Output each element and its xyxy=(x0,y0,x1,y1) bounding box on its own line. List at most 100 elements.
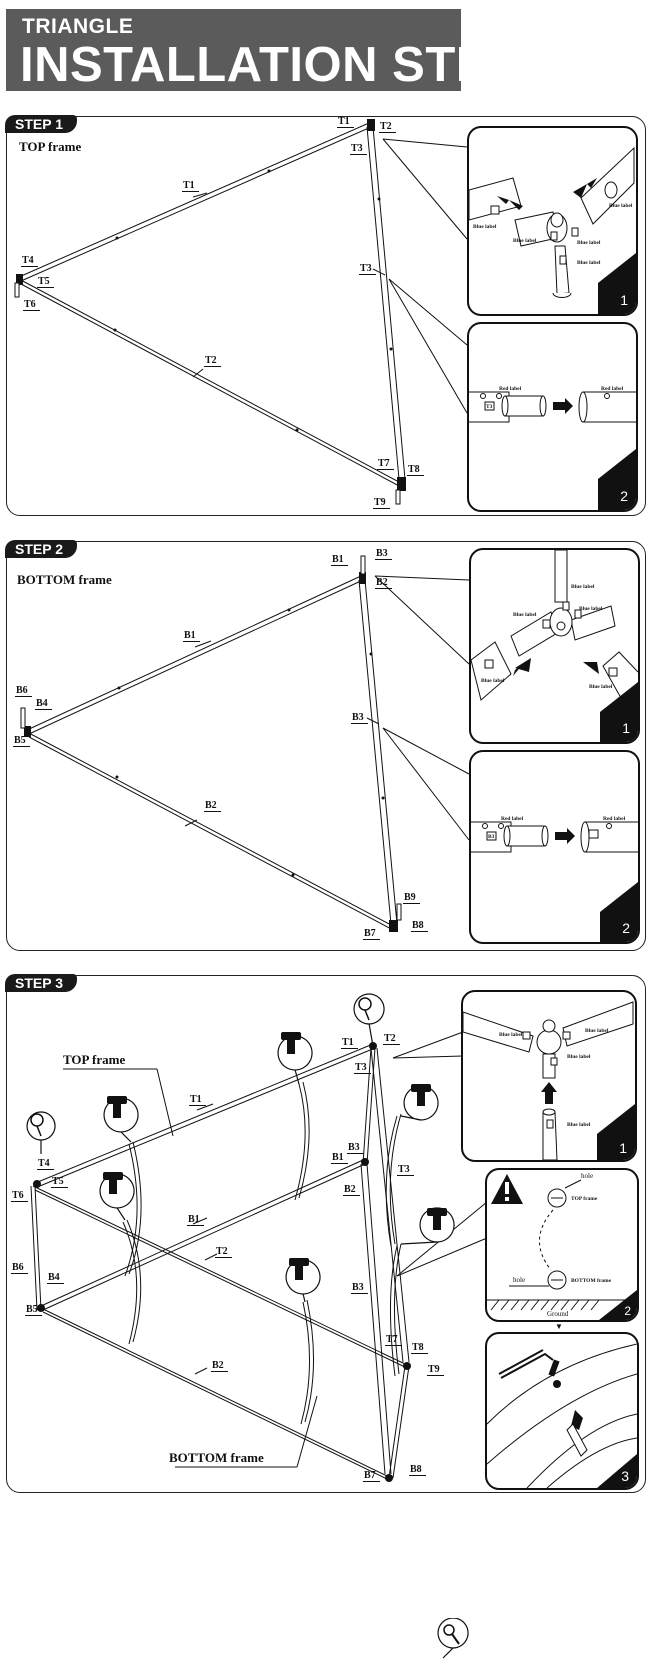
blue-label-4: Blue label xyxy=(577,260,601,266)
step-3-inset-1: Blue label Blue label Blue label Blue la… xyxy=(461,990,637,1162)
leg-connector-detail xyxy=(463,1001,635,1160)
tube-code: T3 xyxy=(486,404,493,410)
label-t2: T2 xyxy=(383,1033,400,1045)
step-2-panel: STEP 2 BOTTOM frame xyxy=(5,540,646,951)
connector-detail xyxy=(471,550,638,742)
label-b6: B6 xyxy=(11,1262,28,1274)
blue-label-4: Blue label xyxy=(567,1122,591,1128)
red-label-2: Red label xyxy=(601,386,624,392)
label-t9: T9 xyxy=(427,1364,444,1376)
label-t8: T8 xyxy=(411,1342,428,1354)
blue-label-3: Blue label xyxy=(577,240,601,246)
label-b3-top: B3 xyxy=(347,1142,364,1154)
top-frame-label: TOP frame xyxy=(63,1052,126,1067)
hole-top-text: hole xyxy=(581,1172,594,1180)
red-label-2: Red label xyxy=(603,816,626,822)
label-b1-top: B1 xyxy=(331,554,348,566)
down-arrow-icon: ▼ xyxy=(555,1322,563,1331)
ground-text: Ground xyxy=(547,1310,569,1318)
label-b1: B1 xyxy=(187,1214,204,1226)
inset-number: 1 xyxy=(620,292,628,308)
label-t5: T5 xyxy=(37,276,54,288)
label-t6: T6 xyxy=(11,1190,28,1202)
step-3-inset-2: hole TOP frame hole BOTTOM frame Ground … xyxy=(485,1168,639,1322)
label-b5: B5 xyxy=(25,1304,42,1316)
hole-bottom-text: hole xyxy=(513,1276,526,1284)
step-2-badge: STEP 2 xyxy=(5,540,77,558)
inset-number: 1 xyxy=(619,1140,627,1156)
label-t4: T4 xyxy=(21,255,38,267)
top-frame-diagram xyxy=(14,119,468,505)
label-t1-top: T1 xyxy=(341,1037,358,1049)
label-t2-mid: T2 xyxy=(204,355,221,367)
label-t7: T7 xyxy=(377,458,394,470)
label-b2: B2 xyxy=(343,1184,360,1196)
label-t7: T7 xyxy=(385,1334,402,1346)
inset-number: 2 xyxy=(620,488,628,504)
label-b1: B1 xyxy=(183,630,200,642)
step-2-frame-title: BOTTOM frame xyxy=(17,572,112,587)
label-t3-top: T3 xyxy=(350,143,367,155)
step-1-panel: STEP 1 TOP frame xyxy=(5,115,646,516)
label-t8: T8 xyxy=(407,464,424,476)
tube-code: B3 xyxy=(488,834,495,840)
label-b2-mid: B2 xyxy=(204,800,221,812)
label-t1-top: T1 xyxy=(337,116,354,128)
blue-label-5: Blue label xyxy=(609,203,633,209)
step-3-inset-3: 3 xyxy=(485,1332,639,1490)
label-b7: B7 xyxy=(363,928,380,940)
label-b6: B6 xyxy=(15,685,32,697)
step-2-inset-1: Blue label Blue label Blue label Blue la… xyxy=(469,548,640,744)
blue-label-5: Blue label xyxy=(589,684,613,690)
label-b2-mid: B2 xyxy=(211,1360,228,1372)
label-t3: T3 xyxy=(359,263,376,275)
blue-label-1: Blue label xyxy=(499,1032,523,1038)
eye-bolt-icon xyxy=(437,1618,469,1659)
bottom-frame-diagram xyxy=(20,555,470,932)
tube-join-detail xyxy=(469,391,636,510)
inset-number: 2 xyxy=(624,1304,631,1318)
label-b5: B5 xyxy=(13,735,30,747)
step-3-panel: STEP 3 xyxy=(5,974,646,1659)
label-t1: T1 xyxy=(182,180,199,192)
label-t4: T4 xyxy=(37,1158,54,1170)
step-1-badge: STEP 1 xyxy=(5,115,77,133)
label-t9: T9 xyxy=(373,497,390,509)
bottom-frame-text: BOTTOM frame xyxy=(571,1278,612,1284)
banner-title: INSTALLATION STEPS xyxy=(20,38,556,92)
banner-subtitle: TRIANGLE xyxy=(22,15,134,38)
label-t3: T3 xyxy=(397,1164,414,1176)
tube-join-detail xyxy=(471,821,638,942)
label-t1: T1 xyxy=(189,1094,206,1106)
label-b8: B8 xyxy=(411,920,428,932)
label-b3-top: B3 xyxy=(375,548,392,560)
inset-number: 2 xyxy=(622,920,630,936)
red-label-1: Red label xyxy=(501,816,524,822)
inset-number: 3 xyxy=(621,1468,629,1484)
blue-label-4: Blue label xyxy=(481,678,505,684)
top-frame-text: TOP frame xyxy=(571,1196,598,1202)
bottom-frame-label: BOTTOM frame xyxy=(169,1450,264,1465)
blue-label-2: Blue label xyxy=(585,1028,609,1034)
label-b4: B4 xyxy=(35,698,52,710)
step-3-badge: STEP 3 xyxy=(5,974,77,992)
step-1-inset-2: Red label Red label T3 2 xyxy=(467,322,638,512)
blue-label-2: Blue label xyxy=(579,606,603,612)
label-b2: B2 xyxy=(375,577,392,589)
title-banner: TRIANGLE INSTALLATION STEPS xyxy=(6,9,555,92)
label-t3-top: T3 xyxy=(354,1062,371,1074)
hex-key-detail xyxy=(487,1343,637,1488)
step-2-inset-2: Red label Red label B3 2 xyxy=(469,750,640,944)
blue-label-1: Blue label xyxy=(571,584,595,590)
label-t6: T6 xyxy=(23,299,40,311)
inset-number: 1 xyxy=(622,720,630,736)
hole-alignment-detail xyxy=(487,1174,637,1320)
blue-label-1: Blue label xyxy=(473,224,497,230)
label-b1-top: B1 xyxy=(331,1152,348,1164)
blue-label-3: Blue label xyxy=(567,1054,591,1060)
label-b4: B4 xyxy=(47,1272,64,1284)
step-1-inset-1: Blue label Blue label Blue label Blue la… xyxy=(467,126,638,316)
step-1-frame-title: TOP frame xyxy=(19,139,82,154)
label-b9: B9 xyxy=(403,892,420,904)
blue-label-3: Blue label xyxy=(513,612,537,618)
